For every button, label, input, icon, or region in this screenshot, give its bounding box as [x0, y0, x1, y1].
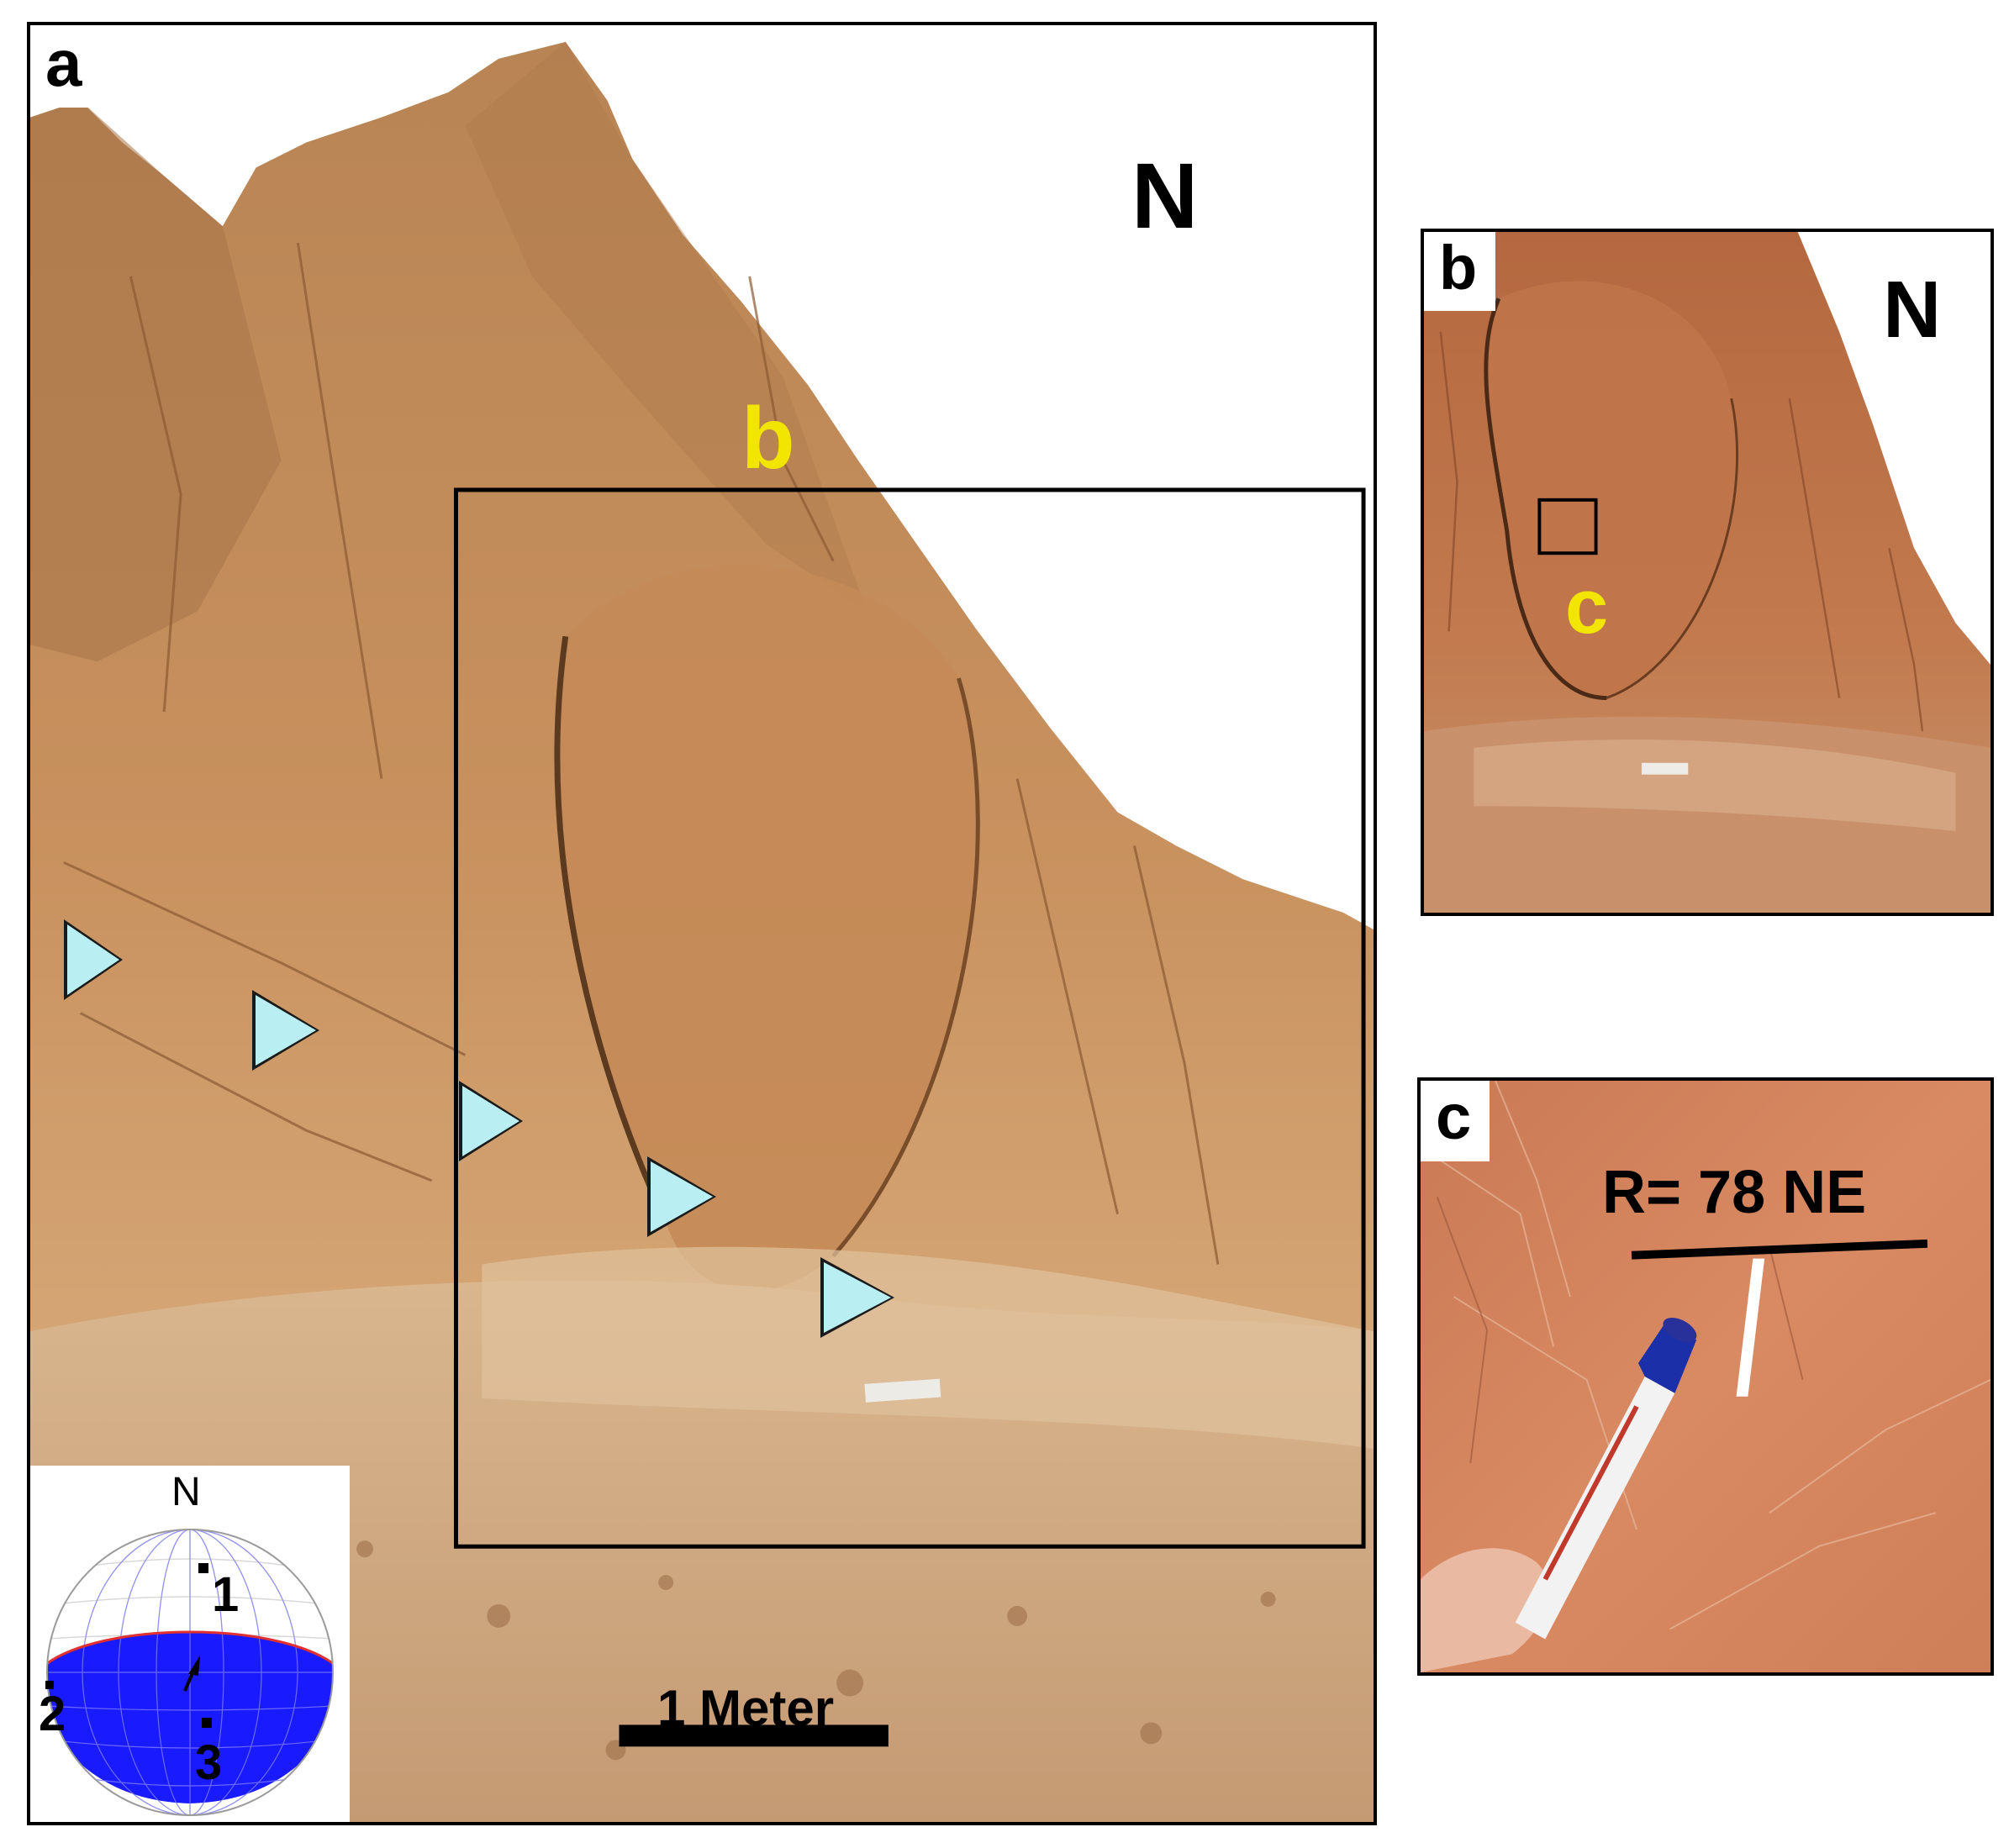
panel-b-zoom-photo: b N c	[1421, 229, 1994, 916]
inset-label-c: c	[1565, 564, 1609, 650]
panel-a-letter: a	[30, 25, 101, 108]
panel-c-letter: c	[1421, 1081, 1490, 1161]
pole-label-2: 2	[39, 1687, 66, 1741]
slickenside-photo	[1421, 1081, 1991, 1672]
fault-arrow-5-fill	[824, 1262, 891, 1333]
pole-label-1: 1	[212, 1567, 240, 1622]
inset-label-b: b	[741, 390, 795, 487]
inset-box-b	[453, 487, 1366, 1549]
fault-arrow-3-fill	[462, 1086, 519, 1156]
measurement-line	[1631, 1239, 1928, 1260]
fault-arrow-2-fill	[256, 995, 316, 1066]
stereonet-north: N	[171, 1470, 201, 1514]
stereonet-plot	[45, 1529, 334, 1816]
north-label-b: N	[1883, 265, 1942, 355]
panel-c-slickenside-photo: c R= 78 NE	[1417, 1077, 1994, 1676]
north-label-a: N	[1131, 145, 1199, 248]
panel-b-letter: b	[1424, 232, 1496, 311]
pen	[1515, 1317, 1697, 1640]
scale-bar	[619, 1724, 888, 1747]
pole-label-3: 3	[195, 1735, 223, 1790]
fault-arrow-4-fill	[651, 1161, 713, 1232]
white-marker	[1736, 1258, 1765, 1397]
measurement-text: R= 78 NE	[1602, 1159, 1867, 1226]
panel-a-outcrop-photo: a N b 1 Meter	[27, 22, 1377, 1825]
scale-label: 1 Meter	[657, 1680, 835, 1736]
inset-box-c	[1537, 498, 1598, 555]
zoom-photo-b	[1424, 232, 1991, 913]
fault-arrow-1-fill	[67, 924, 119, 995]
stereonet-inset: N 1 2 3	[30, 1466, 350, 1822]
